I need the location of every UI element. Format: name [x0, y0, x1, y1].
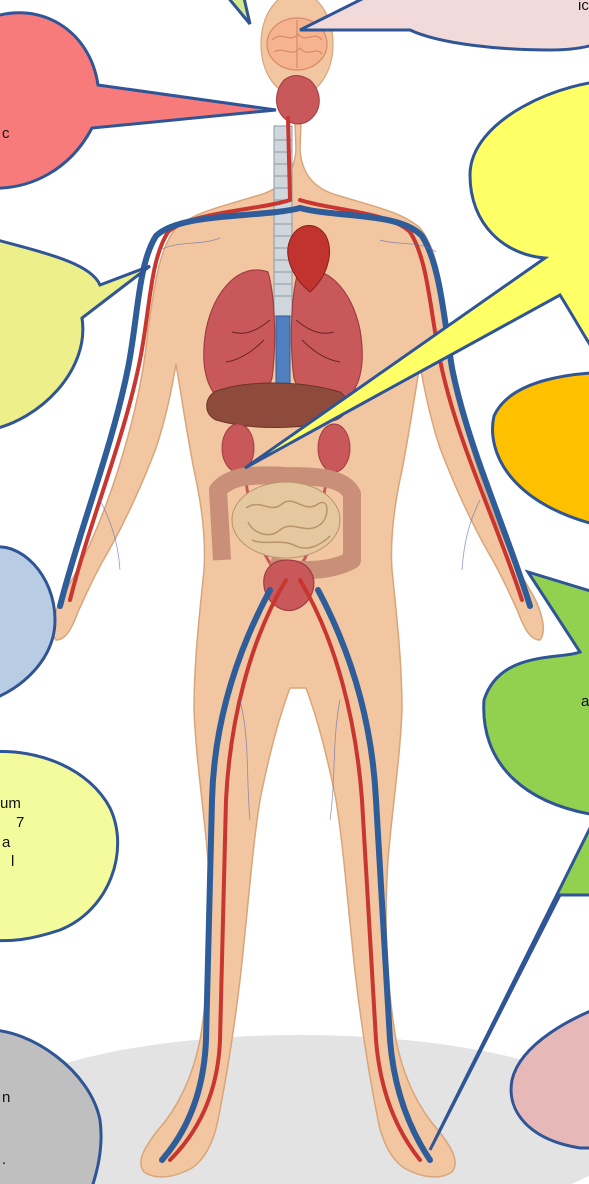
label-paleyellow-4: l: [11, 852, 14, 871]
label-grey-2: .: [2, 1150, 6, 1169]
intestine-icon: [232, 482, 340, 558]
bubble-blue: [0, 547, 55, 700]
bubble-grey: [0, 1030, 101, 1184]
bubble-paleyellow: [0, 752, 118, 941]
label-red-bubble: c: [2, 124, 10, 143]
label-green-bubble: a: [581, 692, 589, 711]
bubble-top-green: [185, 0, 250, 24]
label-top-right: ic: [578, 0, 589, 15]
label-grey-1: n: [2, 1088, 10, 1107]
bubble-red: [0, 13, 276, 188]
label-paleyellow-3: a: [2, 833, 10, 852]
thyroid-organ: [277, 76, 320, 125]
label-paleyellow-1: um: [0, 794, 21, 813]
bubble-orange: [493, 372, 589, 530]
label-paleyellow-2: 7: [16, 813, 24, 832]
bubble-top-pink: [300, 0, 589, 50]
bubble-lightyellow: [0, 238, 150, 430]
